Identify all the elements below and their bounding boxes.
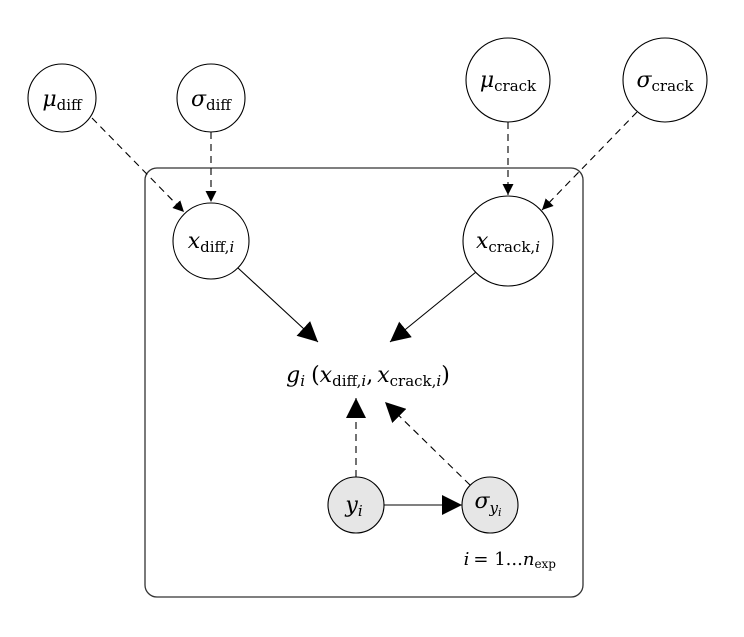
sigma-y-symbol: σ — [474, 489, 490, 514]
comma: , — [366, 363, 373, 388]
edge-x-crack-to-g — [389, 271, 477, 343]
x-diff-index: i — [229, 238, 234, 256]
arg2-index: i — [436, 372, 441, 390]
node-mu-crack: μcrack — [465, 37, 551, 123]
edge-sigma-y-to-g — [384, 401, 471, 486]
g-symbol: g — [286, 363, 300, 388]
svg-text:xcrack,i: xcrack,i — [476, 229, 540, 256]
sigma-y-index: i — [498, 506, 502, 519]
x-diff-symbol: x — [188, 229, 201, 254]
y-index: i — [358, 502, 363, 520]
g-index: i — [300, 372, 305, 390]
node-x-crack: xcrack,i — [462, 195, 554, 287]
plate-n-subscript: exp — [534, 557, 556, 571]
edge-mu-diff-to-x-diff — [91, 117, 185, 213]
plate-index: i — [464, 549, 470, 570]
svg-text:xdiff,i: xdiff,i — [188, 229, 235, 256]
node-sigma-crack: σcrack — [622, 37, 708, 123]
plate-n: n — [523, 549, 535, 570]
sigma-crack-symbol: σ — [636, 68, 652, 93]
plate — [144, 167, 584, 598]
node-y: yi — [327, 476, 385, 534]
svg-text:yi: yi — [344, 493, 362, 520]
arg2-symbol: x — [377, 363, 390, 388]
mu-diff-subscript: diff — [57, 96, 83, 114]
arg1-symbol: x — [320, 363, 333, 388]
x-crack-index: i — [535, 238, 540, 256]
svg-text:σcrack: σcrack — [636, 68, 694, 95]
y-symbol: y — [344, 493, 358, 518]
x-crack-symbol: x — [476, 229, 489, 254]
sigma-diff-symbol: σ — [191, 87, 207, 112]
arg2-subscript: crack, — [390, 372, 437, 390]
svg-text:σyi: σyi — [474, 489, 501, 519]
sigma-diff-subscript: diff — [206, 96, 232, 114]
sigma-y-subscript: y — [489, 499, 499, 517]
svg-text:i= 1...nexp: i= 1...nexp — [464, 549, 557, 571]
plate-range: = 1... — [473, 549, 522, 570]
mu-crack-subscript: crack — [494, 77, 537, 95]
node-x-diff: xdiff,i — [172, 202, 250, 280]
mu-crack-symbol: μ — [480, 68, 494, 93]
svg-text:gi(xdiff,i,xcrack,i): gi(xdiff,i,xcrack,i) — [286, 363, 450, 390]
plate-label: i= 1...nexp — [464, 549, 557, 571]
x-diff-subscript: diff, — [200, 238, 229, 256]
edge-x-diff-to-g — [237, 267, 319, 343]
mu-diff-symbol: μ — [42, 87, 56, 112]
node-sigma-y: σyi — [461, 476, 519, 534]
x-crack-subscript: crack, — [488, 238, 535, 256]
svg-text:μcrack: μcrack — [480, 68, 537, 95]
function-node-g: gi(xdiff,i,xcrack,i) — [286, 363, 450, 390]
sigma-crack-subscript: crack — [652, 77, 695, 95]
open-paren: ( — [311, 363, 320, 388]
arg1-subscript: diff, — [332, 372, 361, 390]
close-paren: ) — [441, 363, 450, 388]
svg-text:μdiff: μdiff — [42, 87, 83, 114]
edge-sigma-crack-to-x-crack — [541, 111, 638, 211]
node-mu-diff: μdiff — [27, 63, 97, 133]
arg1-index: i — [361, 372, 366, 390]
node-sigma-diff: σdiff — [176, 63, 246, 133]
svg-text:σdiff: σdiff — [191, 87, 232, 114]
edges — [91, 111, 638, 515]
